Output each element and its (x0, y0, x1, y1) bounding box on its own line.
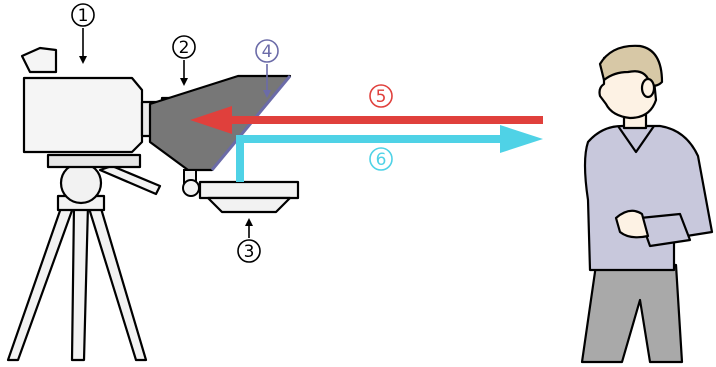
callout-label-1: 1 (78, 6, 89, 26)
callout-4: 4 (255, 39, 279, 98)
callout-label-3: 3 (244, 242, 255, 262)
arrow-6-path (236, 125, 543, 182)
tripod-icon (6, 153, 162, 362)
callout-5: 5 (369, 84, 393, 108)
presenter-icon (580, 44, 714, 364)
arrow-5-path (190, 106, 543, 134)
monitor-icon (198, 180, 300, 214)
callout-label-4: 4 (262, 42, 273, 62)
callout-label-6: 6 (376, 150, 387, 170)
callout-3: 3 (237, 218, 261, 263)
callout-1: 1 (71, 3, 95, 64)
callout-label-5: 5 (376, 87, 387, 107)
callout-2: 2 (172, 35, 196, 86)
callout-6: 6 (369, 147, 393, 171)
callout-label-2: 2 (179, 38, 190, 58)
